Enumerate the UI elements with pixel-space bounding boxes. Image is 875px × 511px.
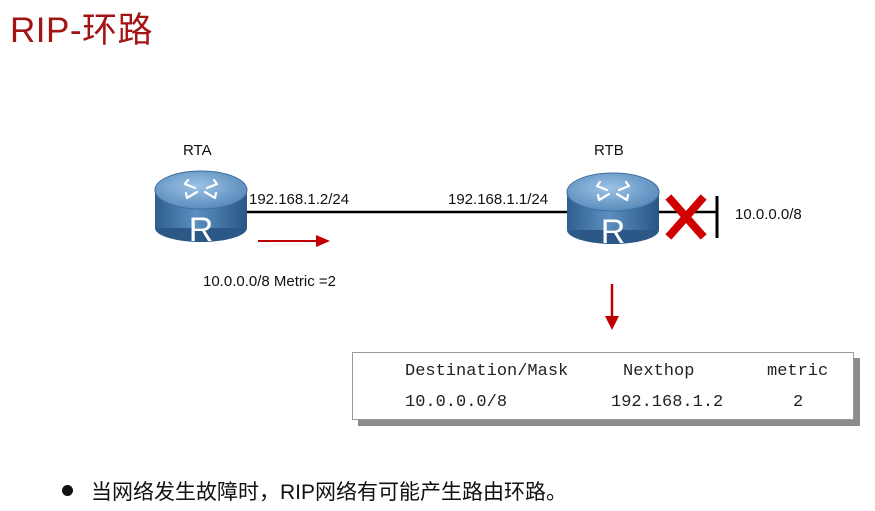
update-message-label: 10.0.0.0/8 Metric =2	[203, 273, 336, 290]
router-rtb-label: RTB	[594, 142, 624, 159]
router-rta-glyph: R	[189, 211, 214, 249]
update-arrow-icon	[258, 235, 330, 247]
bullet-item: 当网络发生故障时，RIP网络有可能产生路由环路。	[62, 476, 567, 506]
failure-x-icon	[665, 194, 707, 240]
table-cell-destination: 10.0.0.0/8	[405, 393, 508, 412]
failed-network-label: 10.0.0.0/8	[735, 206, 802, 223]
router-rtb-icon: R	[565, 171, 661, 251]
router-rta-icon: R	[153, 169, 249, 249]
table-cell-nexthop: 192.168.1.2	[611, 393, 724, 412]
rtb-interface-label: 192.168.1.1/24	[448, 191, 549, 208]
table-header-destination: Destination/Mask	[405, 362, 569, 381]
table-header-nexthop: Nexthop	[623, 362, 695, 381]
down-arrow-icon	[605, 284, 619, 330]
routing-table: Destination/Mask Nexthop metric 10.0.0.0…	[352, 352, 854, 420]
bullet-text: 当网络发生故障时，RIP网络有可能产生路由环路。	[91, 481, 568, 504]
router-rta-label: RTA	[183, 142, 212, 159]
router-rtb-glyph: R	[601, 213, 626, 251]
rta-interface-label: 192.168.1.2/24	[249, 191, 350, 208]
bullet-dot-icon	[62, 485, 73, 496]
table-header-metric: metric	[767, 362, 829, 381]
page-title: RIP-环路	[10, 11, 154, 50]
table-cell-metric: 2	[793, 393, 804, 412]
